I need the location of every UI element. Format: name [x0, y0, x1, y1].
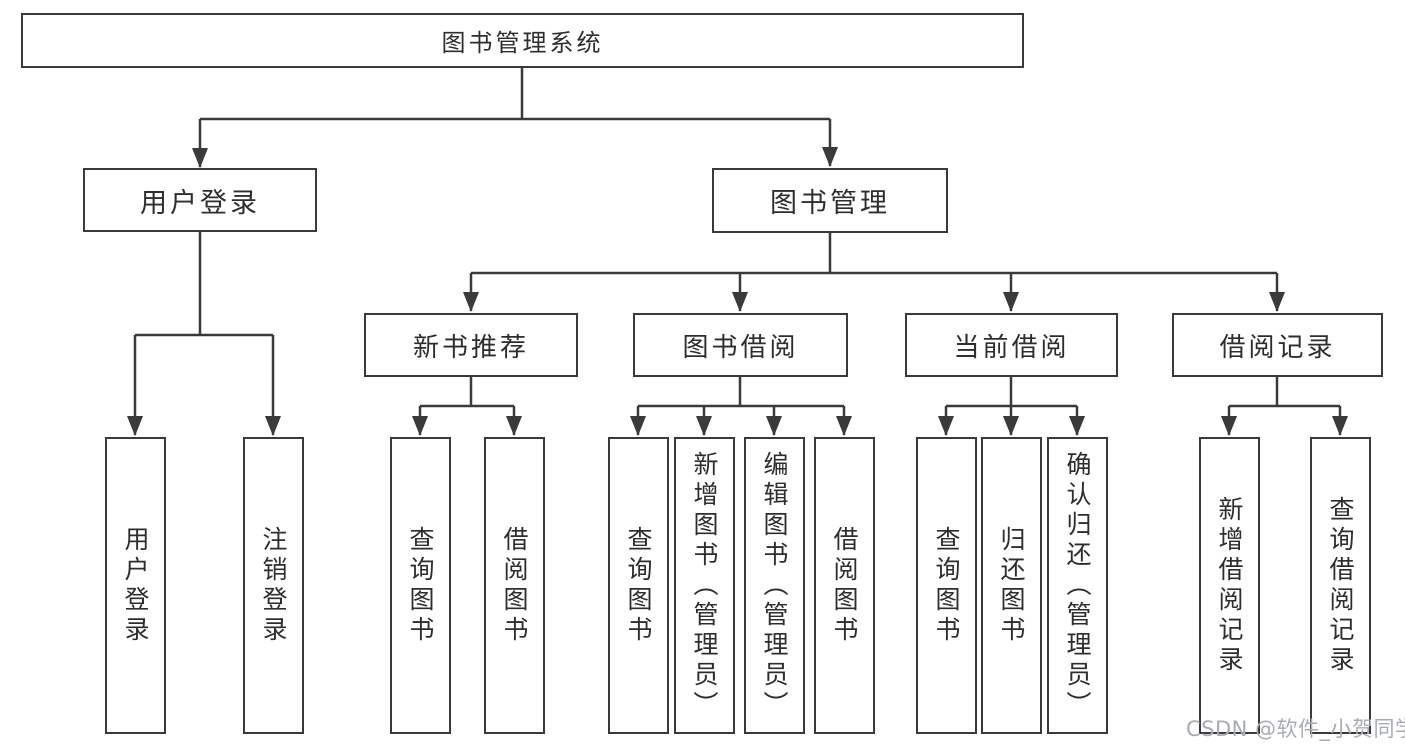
node-borrowing-records: 借阅记录	[1172, 313, 1383, 377]
node-leaf-query-books-recommend: 查询图书	[390, 437, 451, 734]
node-leaf-logout: 注销登录	[243, 437, 304, 734]
node-leaf-borrow-books-recommend: 借阅图书	[484, 437, 545, 734]
node-leaf-edit-books-admin: 编辑图书（管理员）	[744, 437, 805, 734]
node-leaf-return-books: 归还图书	[981, 437, 1042, 734]
node-leaf-add-borrow-record: 新增借阅记录	[1199, 437, 1260, 734]
node-new-book-recommend: 新书推荐	[364, 313, 578, 377]
node-leaf-user-login: 用户登录	[105, 437, 166, 734]
node-leaf-query-books-borrow: 查询图书	[608, 437, 669, 734]
node-book-borrowing: 图书借阅	[633, 313, 848, 377]
node-leaf-add-books-admin: 新增图书（管理员）	[674, 437, 735, 734]
node-leaf-borrow-books: 借阅图书	[814, 437, 875, 734]
node-leaf-query-borrow-record: 查询借阅记录	[1310, 437, 1371, 734]
node-leaf-confirm-return-admin: 确认归还（管理员）	[1047, 437, 1108, 734]
node-user-login: 用户登录	[83, 168, 317, 232]
watermark-text: CSDN @软件_小贺同学	[1186, 717, 1405, 741]
node-current-borrowing: 当前借阅	[905, 313, 1118, 377]
node-library-management-system: 图书管理系统	[21, 13, 1024, 68]
node-leaf-query-books-current: 查询图书	[916, 437, 977, 734]
node-book-management: 图书管理	[712, 168, 948, 233]
